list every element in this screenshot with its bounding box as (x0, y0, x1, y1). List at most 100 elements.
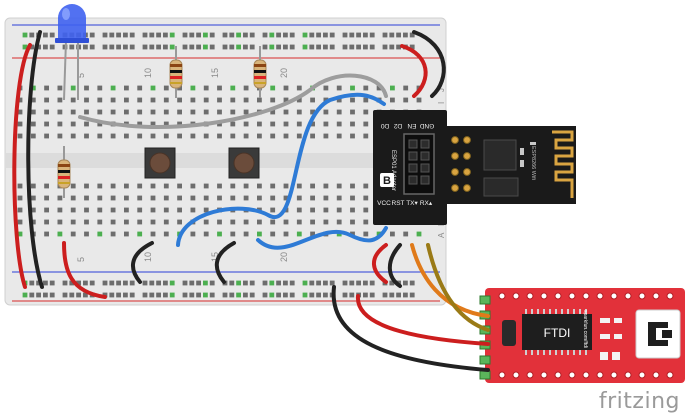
breadboard-hole (43, 32, 48, 38)
breadboard-hole (142, 32, 148, 38)
breadboard-hole (149, 44, 155, 50)
breadboard-hole (283, 195, 289, 201)
esp01-adapter: D0 D2 EN GND ESP01 Adapter B VCC RST TX▾… (373, 110, 447, 225)
pin-label-rx: RX▴ (420, 200, 433, 207)
breadboard-hole (22, 292, 28, 298)
breadboard-hole (49, 292, 55, 298)
breadboard-hole (203, 207, 209, 213)
breadboard-hole (350, 219, 355, 225)
breadboard-hole (142, 44, 148, 50)
breadboard-hole (149, 280, 155, 286)
breadboard-hole (236, 32, 241, 38)
breadboard-hole (163, 97, 169, 103)
resistor-3 (57, 146, 71, 198)
breadboard-hole (163, 133, 169, 139)
breadboard-hole (190, 231, 196, 237)
breadboard-hole (217, 97, 222, 103)
breadboard-hole (336, 183, 342, 189)
breadboard-hole (382, 292, 388, 298)
breadboard-hole (269, 280, 275, 286)
breadboard-hole (283, 109, 289, 115)
breadboard-hole (97, 195, 103, 201)
resistor-1 (169, 46, 183, 98)
ftdi-leds (600, 318, 622, 360)
ftdi-edge-hole (512, 371, 520, 379)
breadboard-hole (389, 44, 395, 50)
breadboard-hole (84, 85, 89, 91)
breadboard-hole (262, 292, 268, 298)
breadboard-hole (310, 195, 315, 201)
breadboard-hole (283, 121, 289, 127)
adapter-logo-letter: B (383, 175, 391, 187)
esp8266-label: ESP8266 Wifi (530, 146, 536, 180)
breadboard-hole (137, 219, 143, 225)
breadboard-hole (124, 207, 129, 213)
breadboard-hole (296, 207, 302, 213)
breadboard-hole (276, 44, 281, 50)
breadboard-hole (150, 121, 156, 127)
breadboard-hole (177, 195, 182, 201)
column-number-15-bottom: 15 (210, 252, 220, 262)
breadboard-hole (350, 133, 355, 139)
breadboard-hole (17, 207, 23, 213)
breadboard-hole (150, 133, 156, 139)
breadboard-hole (129, 32, 135, 38)
breadboard-hole (116, 280, 121, 286)
breadboard-hole (283, 85, 289, 91)
breadboard-hole (110, 207, 116, 213)
breadboard-hole (283, 133, 289, 139)
breadboard-hole (409, 44, 415, 50)
breadboard-hole (17, 121, 23, 127)
breadboard-hole (310, 231, 315, 237)
ftdi-edge-hole (596, 292, 604, 300)
ftdi-edge-hole (596, 371, 604, 379)
pin-label-rst: RST (392, 200, 405, 207)
breadboard-hole (416, 231, 422, 237)
breadboard-hole (150, 97, 156, 103)
breadboard-hole (109, 280, 115, 286)
breadboard-hole (84, 207, 89, 213)
breadboard-hole (97, 183, 103, 189)
breadboard-hole (57, 121, 63, 127)
breadboard-hole (44, 219, 49, 225)
breadboard-hole (189, 280, 195, 286)
breadboard-hole (363, 121, 369, 127)
breadboard-hole (336, 219, 342, 225)
breadboard-hole (177, 133, 182, 139)
breadboard-hole (177, 121, 182, 127)
center-channel (5, 153, 446, 168)
breadboard-hole (110, 85, 116, 91)
push-button-1[interactable] (144, 147, 176, 179)
breadboard-hole (349, 292, 355, 298)
breadboard-hole (236, 44, 241, 50)
breadboard-hole (124, 231, 129, 237)
breadboard-hole (302, 32, 308, 38)
breadboard-hole (403, 292, 408, 298)
breadboard-hole (323, 109, 329, 115)
breadboard-hole (169, 44, 175, 50)
breadboard-hole (177, 207, 182, 213)
push-button-2[interactable] (228, 147, 260, 179)
wire-black-bottom-1 (131, 241, 154, 284)
breadboard-hole (230, 97, 236, 103)
breadboard-hole (316, 292, 321, 298)
breadboard-hole (62, 280, 68, 286)
breadboard-hole (396, 292, 401, 298)
breadboard-hole (70, 133, 76, 139)
breadboard-hole (302, 292, 308, 298)
breadboard-hole (276, 292, 281, 298)
breadboard-hole (123, 292, 128, 298)
breadboard-hole (296, 97, 302, 103)
breadboard-hole (209, 292, 215, 298)
breadboard-hole (336, 207, 342, 213)
breadboard-hole (243, 292, 248, 298)
breadboard-hole (323, 44, 328, 50)
breadboard-hole (129, 44, 135, 50)
breadboard-hole (189, 292, 195, 298)
breadboard-hole (36, 44, 41, 50)
breadboard-hole (249, 280, 255, 286)
breadboard-hole (390, 97, 395, 103)
resistor-2 (253, 46, 267, 98)
row-letter-i: I (437, 102, 446, 104)
breadboard-hole (70, 97, 76, 103)
